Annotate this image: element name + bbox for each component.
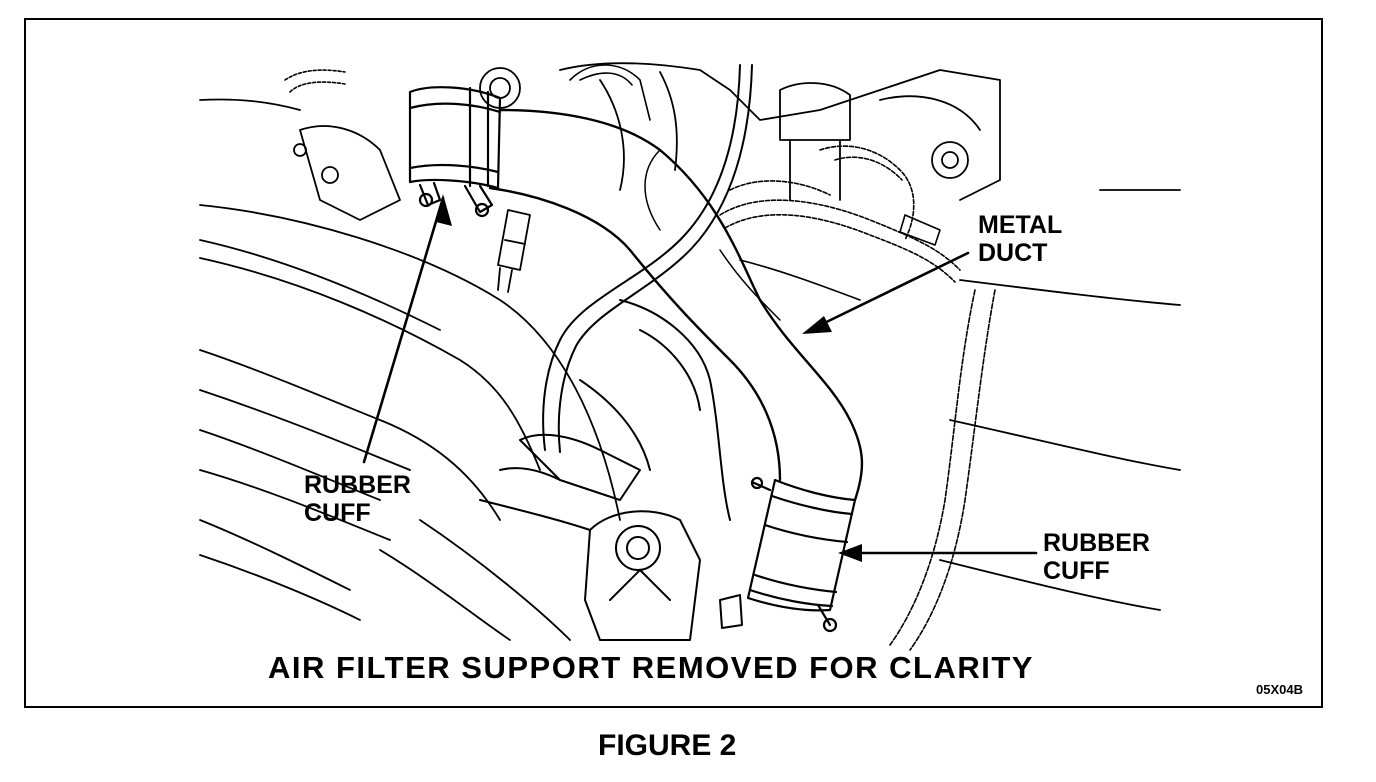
arrowheads bbox=[436, 194, 862, 562]
label-metal-duct-line2: DUCT bbox=[978, 239, 1048, 267]
sensor-connector bbox=[497, 209, 531, 293]
figure-title: FIGURE 2 bbox=[598, 729, 737, 762]
label-rubber-cuff-top-line2: CUFF bbox=[304, 499, 371, 527]
label-rubber-cuff-top-line1: RUBBER bbox=[304, 471, 411, 499]
thin-tube bbox=[542, 64, 753, 453]
metal-duct-leader bbox=[808, 251, 970, 332]
corrugated-hose-right bbox=[889, 289, 996, 651]
label-metal-duct: METAL DUCT bbox=[978, 211, 1062, 267]
intake-hose bbox=[579, 299, 731, 521]
background-body-lines bbox=[199, 98, 1181, 641]
label-rubber-cuff-top: RUBBER CUFF bbox=[304, 471, 411, 527]
figure-frame bbox=[24, 18, 1323, 708]
wiring-harness bbox=[719, 145, 961, 301]
leader-arrows bbox=[362, 196, 1038, 555]
rubber-cuff-bottom-illustration bbox=[746, 476, 857, 633]
label-metal-duct-line1: METAL bbox=[978, 211, 1063, 239]
arrowhead-bottom-cuff bbox=[838, 544, 862, 562]
label-rubber-cuff-bottom-line1: RUBBER bbox=[1043, 529, 1150, 557]
wiring-loom-top-left bbox=[284, 64, 651, 121]
drawing-code: 05X04B bbox=[1256, 682, 1303, 697]
rubber-cuff-top-illustration bbox=[408, 86, 502, 218]
footer-note: AIR FILTER SUPPORT REMOVED FOR CLARITY bbox=[268, 650, 1034, 685]
label-rubber-cuff-bottom: RUBBER CUFF bbox=[1043, 529, 1150, 585]
mount-bracket bbox=[479, 433, 743, 641]
metal-duct bbox=[488, 108, 864, 502]
arrowhead-top-cuff bbox=[436, 194, 452, 226]
label-rubber-cuff-bottom-line2: CUFF bbox=[1043, 557, 1110, 585]
rubber-cuff-top-leader bbox=[362, 196, 445, 464]
arrowhead-metal-duct bbox=[802, 316, 832, 334]
